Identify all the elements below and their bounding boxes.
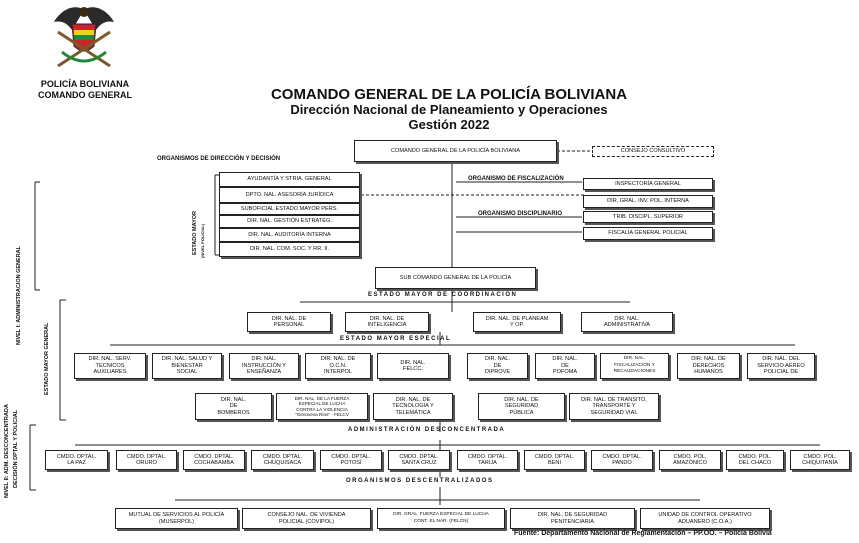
inspectoria-general-box: INSPECTORÍA GENERAL xyxy=(583,178,713,190)
sub-comando-box: SUB COMANDO GENERAL DE LA POLICÍA xyxy=(375,267,536,289)
esp-salud-bienestar: DIR. NAL. SALUD Y BIENESTAR SOCIAL xyxy=(152,353,222,379)
esp-derechos-humanos: DIR. NAL. DE DERECHOS HUMANOS xyxy=(677,353,740,379)
staff-asesoria-juridica: DPTO. NAL. ASESORÍA JURÍDICA xyxy=(219,187,360,203)
desc-felcn: DIR. GRAL. FUERZA ESPECIAL DE LUCHA CONT… xyxy=(377,508,505,529)
inv-pol-interna-box: DIR. GRAL. INV. POL. INTERNA xyxy=(583,195,713,208)
coord-planeamiento: DIR. NAL. DE PLANEAM Y OP. xyxy=(473,312,561,332)
vlabel-nivel-2b: DECISIÓN DPTAL Y POLICIAL xyxy=(13,409,19,488)
dept-chuquisaca: CMDO. DPTAL. CHUQUISACA xyxy=(251,450,314,470)
desc-seguridad-penitenciaria: DIR. NAL. DE SEGURIDAD PENITENCIARIA xyxy=(510,508,635,529)
esp-instruccion: DIR. NAL. INSTRUCCIÓN Y ENSEÑANZA xyxy=(229,353,299,379)
section-admin-desconcentrada: ADMINISTRACIÓN DESCONCENTRADA xyxy=(348,427,506,433)
vlabel-estado-mayor: ESTADO MAYOR xyxy=(192,210,198,255)
staff-ayudantia: AYUDANTÍA Y STRIA. GENERAL xyxy=(219,172,360,187)
dept-cochabamba: CMDO. DPTAL. COCHABAMBA xyxy=(183,450,245,470)
vlabel-nivel-2a: NIVEL II: ADM. DESCONCENTRADA xyxy=(4,404,10,498)
consejo-consultivo-box: CONSEJO CONSULTIVO xyxy=(592,146,714,157)
esp-bomberos: DIR. NAL. DE BOMBEROS xyxy=(195,393,272,420)
section-direccion: ORGANISMOS DE DIRECCIÓN Y DECISIÓN xyxy=(157,156,281,162)
esp-seguridad-publica: DIR. NAL. DE SEGURIDAD PÚBLICA xyxy=(478,393,565,420)
page-subtitle: Dirección Nacional de Planeamiento y Ope… xyxy=(290,102,608,117)
section-disciplinario: ORGANISMO DISCIPLINARIO xyxy=(478,211,563,217)
esp-transito: DIR. NAL. DE TRANSITO, TRANSPORTE Y SEGU… xyxy=(569,393,659,420)
dept-pando: CMDO. DPTAL. PANDO xyxy=(591,450,653,470)
esp-tecnologia: DIR. NAL. DE TECNOLOGÍA Y TELEMÁTICA xyxy=(373,393,453,420)
dept-amazonico: CMDO. POL. AMAZÓNICO xyxy=(659,450,721,470)
section-organismos-descentralizados: ORGANISMOS DESCENTRALIZADOS xyxy=(346,478,494,484)
esp-serv-tecnicos: DIR. NAL. SERV. TECNICOS AUXILIARES xyxy=(74,353,146,379)
org-name-line1: POLICÍA BOLIVIANA xyxy=(40,79,130,89)
comando-general-box: COMANDO GENERAL DE LA POLICÍA BOLIVIANA xyxy=(354,140,557,162)
page-title: COMANDO GENERAL DE LA POLICÍA BOLIVIANA xyxy=(270,86,628,103)
coord-inteligencia: DIR. NAL. DE INTELIGENCIA xyxy=(345,312,429,332)
police-emblem-icon xyxy=(54,7,114,68)
source-note: Fuente: Departamento Nacional de Reglame… xyxy=(514,530,772,537)
page-year: Gestión 2022 xyxy=(408,117,490,132)
dept-oruro: CMDO. DPTAL. ORURO xyxy=(116,450,177,470)
dept-chaco: CMDO. POL. DEL CHACO xyxy=(726,450,784,470)
dept-la-paz: CMDO. DPTAL. LA PAZ xyxy=(45,450,108,470)
esp-felcc: DIR. NAL. FELCC. xyxy=(377,353,449,379)
dept-potosi: CMDO. DPTAL. POTOSÍ xyxy=(320,450,382,470)
section-estado-mayor-especial: ESTADO MAYOR ESPECIAL xyxy=(340,336,452,342)
org-name-line2: COMANDO GENERAL xyxy=(38,90,132,100)
esp-servicio-aereo: DIR. NAL. DEL SERVICIO AEREO POLICIAL DE xyxy=(747,353,815,379)
staff-gestion-estrategica: DIR. NAL. GESTIÓN ESTRATÉG. xyxy=(219,215,360,228)
vlabel-estado-mayor-general: ESTADO MAYOR GENERAL xyxy=(44,322,50,395)
section-fiscalizacion: ORGANISMO DE FISCALIZACIÓN xyxy=(468,176,564,182)
staff-comunicacion-social: DIR. NAL. COM. SOC. Y RR. II. xyxy=(219,242,360,257)
esp-diprove: DIR. NAL. DE DIPROVE xyxy=(467,353,528,379)
dept-santa-cruz: CMDO. DPTAL. SANTA CRUZ xyxy=(388,450,450,470)
esp-pofoma: DIR. NAL. DE POFOMA xyxy=(535,353,595,379)
vlabel-estado-mayor-sub: (NIVEL POLICIAL) xyxy=(200,223,205,258)
dept-tarija: CMDO. DPTAL. TARIJA xyxy=(457,450,518,470)
staff-auditoria-interna: DIR. NAL. AUDITORÍA INTERNA xyxy=(219,228,360,242)
vlabel-nivel-1: NIVEL I: ADMINISTRACION GENERAL xyxy=(16,245,22,345)
desc-covipol: CONSEJO NAL. DE VIVIENDA POLICIAL (COVIP… xyxy=(242,508,371,529)
esp-interpol: DIR. NAL. DE O.C.N. INTERPOL xyxy=(305,353,371,379)
desc-muserpol: MUTUAL DE SERVICIOS AL POLICÍA (MUSERPOL… xyxy=(115,508,238,529)
esp-felcv: DIR. NAL. DE LA FUERZA ESPECIAL DE LUCHA… xyxy=(276,393,368,420)
staff-suboficial: SUBOFICIAL ESTADO MAYOR PERS. xyxy=(219,203,360,215)
section-estado-mayor-coordinacion: ESTADO MAYOR DE COORDINACIÓN xyxy=(368,292,518,298)
dept-beni: CMDO. DPTAL. BENI xyxy=(524,450,585,470)
coord-administrativa: DIR. NAL. ADMINISTRATIVA xyxy=(581,312,673,332)
fiscalia-general-box: FISCALÍA GENERAL POLICIAL xyxy=(583,227,713,240)
trib-disciplinario-box: TRIB. DISCIPL. SUPERIOR xyxy=(583,211,713,223)
esp-fiscalizacion: DIR. NAL. FISCALIZACION Y RECAUDACIONES xyxy=(600,353,669,379)
desc-coa: UNIDAD DE CONTROL OPERATIVO ADUANERO (C.… xyxy=(640,508,770,529)
dept-chiquitania: CMDO. POL. CHIQUITANÍA xyxy=(790,450,850,470)
coord-personal: DIR. NAL. DE PERSONAL xyxy=(247,312,331,332)
